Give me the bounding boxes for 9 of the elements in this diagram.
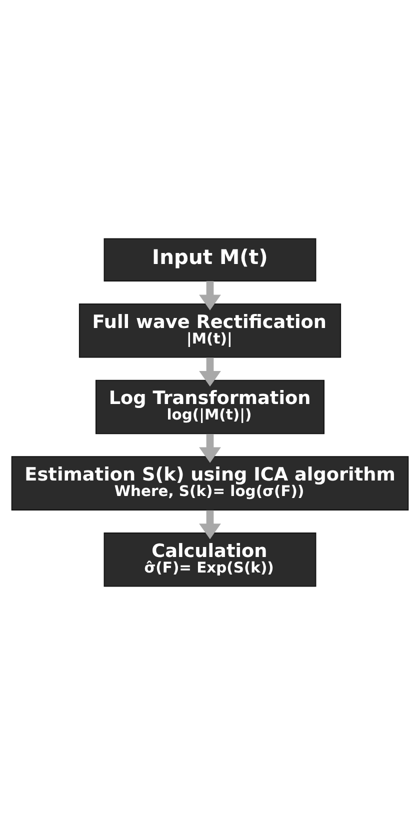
arrow <box>199 510 221 540</box>
node-box: Log Transformation log(|M(t)|) <box>96 380 324 434</box>
arrow <box>199 434 221 463</box>
node-box: Input M(t) <box>104 238 316 282</box>
node-box: Calculation σ̂(F)= Exp(S(k)) <box>104 532 316 587</box>
node-box: Full wave Rectification |M(t)| <box>78 304 342 358</box>
arrow <box>199 281 221 310</box>
node-box: Estimation S(k) using ICA algorithm Where, S(k)= log(σ(F)) <box>11 456 409 510</box>
arrow <box>199 358 221 387</box>
